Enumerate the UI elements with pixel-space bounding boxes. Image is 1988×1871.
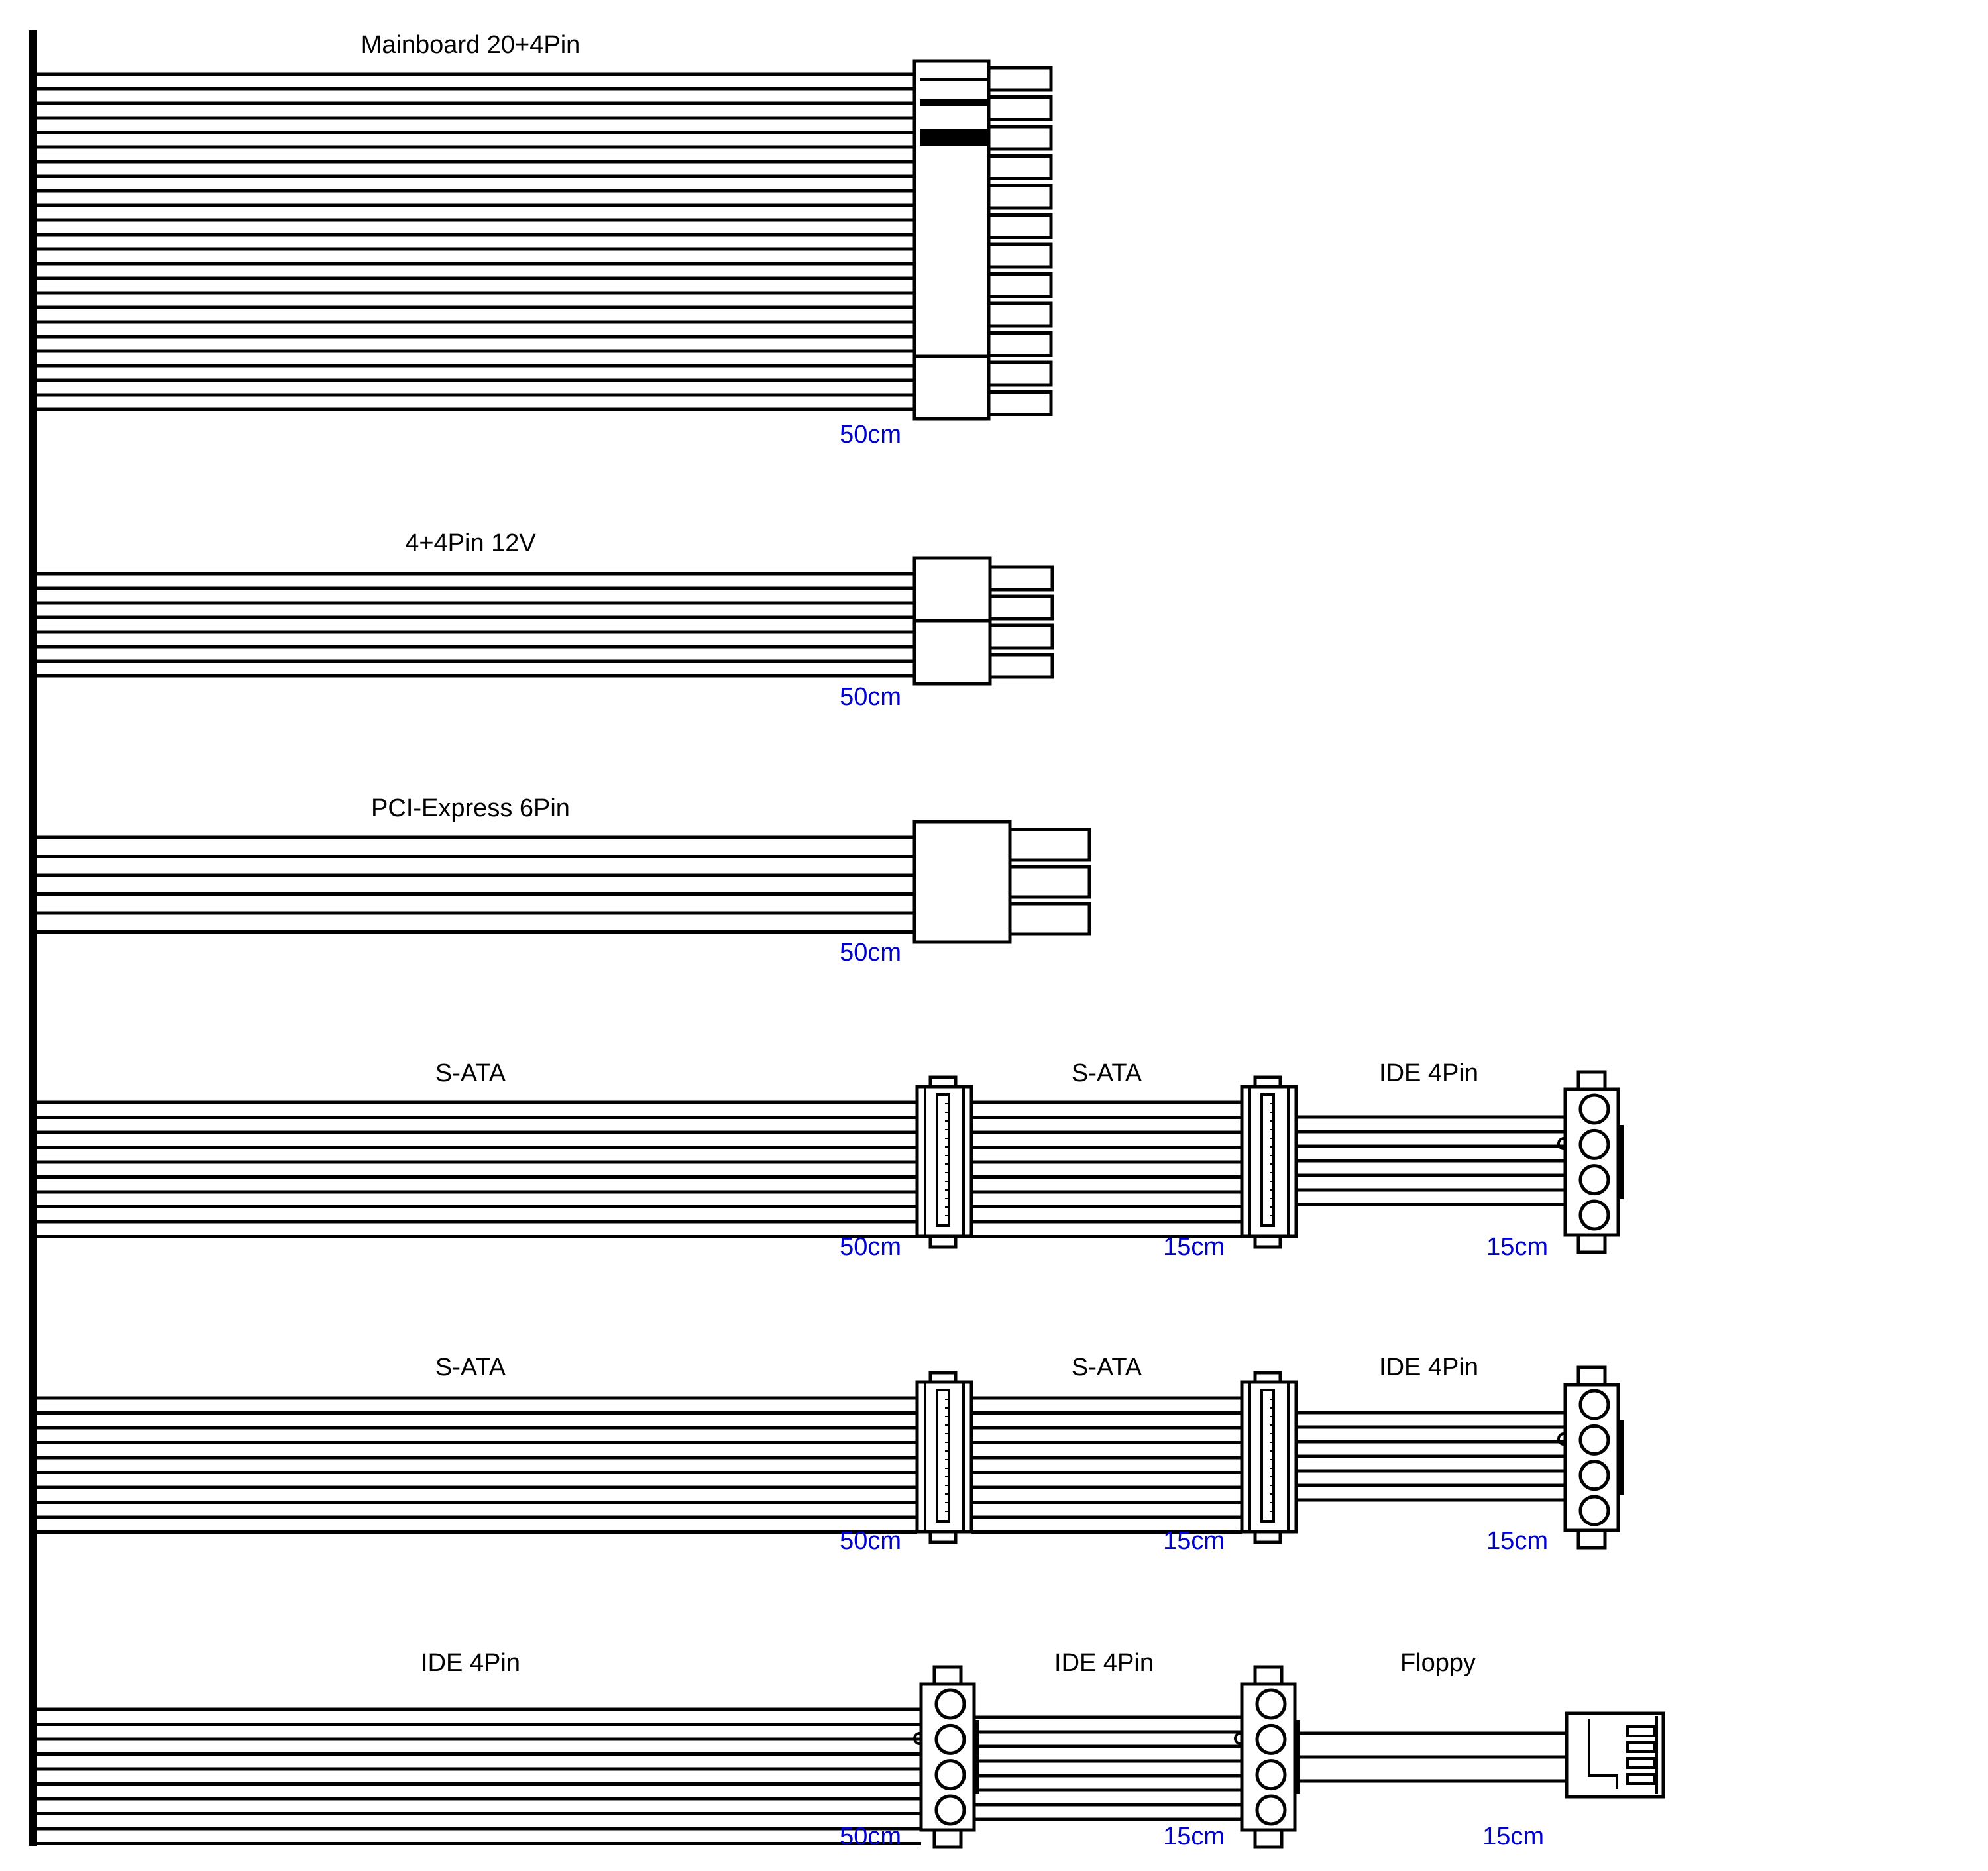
eps-8-pin-icon	[912, 556, 1054, 686]
sata-icon	[915, 1075, 973, 1249]
cable-length: 50cm	[840, 939, 901, 967]
wire-bundle	[37, 835, 914, 934]
cable-length: 50cm	[840, 1233, 901, 1261]
segment-length: 15cm	[1163, 1527, 1225, 1555]
wire-bundle	[37, 572, 914, 678]
cable-sata-chain-1: S-ATA S-ATA IDE 4Pin 50cm 15cm 15cm	[37, 1059, 1624, 1261]
cable-length: 50cm	[840, 421, 901, 449]
sata-icon	[1240, 1075, 1298, 1249]
segment-length: 15cm	[1486, 1527, 1548, 1555]
sata-icon	[1240, 1371, 1298, 1544]
floppy-icon	[1565, 1711, 1665, 1799]
segment-length: 15cm	[1486, 1233, 1548, 1261]
segment-label: S-ATA	[1072, 1354, 1142, 1381]
pcie-6-pin-icon	[912, 820, 1091, 944]
molex-icon	[913, 1665, 979, 1849]
segment-label: S-ATA	[1072, 1059, 1142, 1087]
atx-24-pin-icon	[912, 59, 1053, 421]
cable-length: 50cm	[840, 1823, 901, 1850]
wire-bundle	[37, 72, 914, 411]
segment-label: IDE 4Pin	[1054, 1649, 1154, 1677]
segment-length: 15cm	[1163, 1233, 1225, 1261]
cable-pcie: PCI-Express 6Pin 50cm	[37, 794, 1091, 967]
cable-label: 4+4Pin 12V	[405, 529, 536, 557]
molex-icon	[1557, 1365, 1624, 1550]
cable-length: 50cm	[840, 683, 901, 711]
psu-bus-bar	[29, 30, 37, 1846]
cable-cpu: 4+4Pin 12V 50cm	[37, 529, 1054, 711]
segment-label: IDE 4Pin	[1379, 1059, 1478, 1087]
wire-bundle	[37, 1100, 1565, 1238]
molex-icon	[1234, 1665, 1300, 1849]
cable-label: S-ATA	[435, 1059, 506, 1087]
cable-ide-chain: IDE 4Pin IDE 4Pin Floppy 50cm 15cm 15cm	[37, 1649, 1665, 1850]
cable-length: 50cm	[840, 1527, 901, 1555]
cable-label: IDE 4Pin	[421, 1649, 520, 1677]
cable-label: Mainboard 20+4Pin	[361, 31, 580, 59]
wire-bundle	[37, 1707, 1567, 1845]
segment-label: Floppy	[1400, 1649, 1476, 1677]
segment-length: 15cm	[1482, 1823, 1544, 1850]
cable-sata-chain-2: S-ATA S-ATA IDE 4Pin 50cm 15cm 15cm	[37, 1354, 1624, 1555]
wire-bundle	[37, 1396, 1565, 1534]
segment-length: 15cm	[1163, 1823, 1225, 1850]
cable-label: S-ATA	[435, 1354, 506, 1381]
segment-label: IDE 4Pin	[1379, 1354, 1478, 1381]
molex-icon	[1557, 1070, 1624, 1254]
sata-icon	[915, 1371, 973, 1544]
cable-mainboard: Mainboard 20+4Pin 50cm	[37, 31, 1053, 449]
cable-label: PCI-Express 6Pin	[371, 794, 570, 822]
